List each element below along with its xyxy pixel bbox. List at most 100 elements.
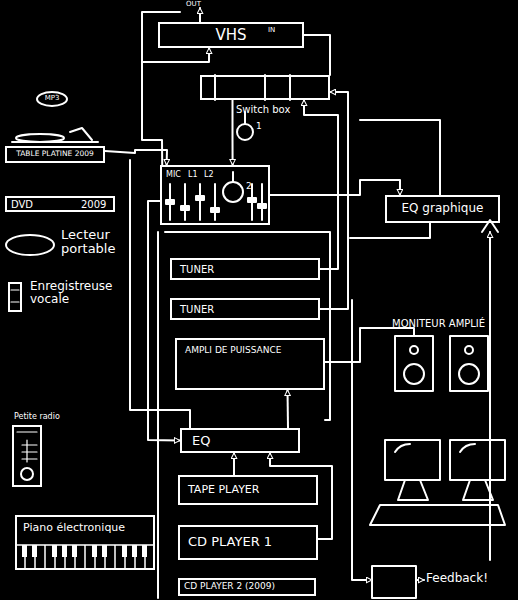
node-text: EQ graphique <box>402 202 484 215</box>
decoration <box>11 8 505 598</box>
frame-wire <box>165 232 330 420</box>
device-box: CD PLAYER 2 (2009) <box>178 578 316 596</box>
frame-wire <box>157 232 159 598</box>
node-text: Petite radio <box>14 413 60 422</box>
node-text: CD PLAYER 1 <box>188 535 272 549</box>
signal-connector <box>233 453 235 475</box>
node-text: AMPLI DE PUISSANCE <box>185 346 281 356</box>
speaker-symbol <box>450 336 488 391</box>
speaker-wire <box>325 328 414 362</box>
woofer-symbol <box>404 364 424 384</box>
node-text: Enregistreuse vocale <box>30 280 130 306</box>
node-text: MIC <box>166 171 181 180</box>
device-box: AMPLI DE PUISSANCE <box>175 338 325 390</box>
node-text: CD PLAYER 2 (2009) <box>184 582 275 592</box>
node-text: Piano électronique <box>23 522 125 534</box>
radio-speaker <box>21 468 33 480</box>
screen-stand <box>463 480 493 500</box>
node-text: EQ <box>192 434 210 448</box>
screen-symbol <box>450 440 505 480</box>
node-text: Switch box <box>236 104 290 115</box>
oval-outline <box>5 234 55 256</box>
knob-symbol <box>237 124 253 140</box>
fader-knob <box>166 200 174 204</box>
node-text: MP3 <box>45 95 60 103</box>
node-text: TUNER <box>180 264 214 275</box>
tonearm-symbol <box>70 128 92 140</box>
screen-symbol <box>385 440 440 480</box>
mixer-box: MIC L1 L2 <box>160 165 270 225</box>
device-box: EQ graphique <box>385 195 500 223</box>
device-box: TUNER <box>170 258 320 280</box>
node-text: L2 <box>204 171 214 180</box>
node-text: DVD <box>11 199 33 210</box>
signal-connector <box>270 180 400 195</box>
node-text: TABLE PLATINE 2009 <box>16 150 94 158</box>
device-oval: MP3 <box>36 91 68 107</box>
knob-wire <box>233 112 245 182</box>
eq-output-wire <box>350 223 430 238</box>
feedback-wire <box>352 300 372 580</box>
piano-black-keys <box>22 545 147 557</box>
vhs-loop-wire <box>304 35 330 75</box>
fader-knob <box>211 208 219 212</box>
device-box: TABLE PLATINE 2009 <box>5 146 105 163</box>
device-box: EQ <box>180 428 300 453</box>
signal-connector <box>105 150 167 165</box>
knob-symbol <box>223 182 243 202</box>
annotation-label: IN <box>268 27 275 35</box>
tweeter-symbol <box>410 346 418 354</box>
big-arrow <box>489 232 491 560</box>
tweeter-symbol <box>465 346 473 354</box>
top-loop-wire <box>142 12 180 100</box>
device-box: Petite radio <box>12 425 42 487</box>
node-text: TUNER <box>180 304 214 315</box>
speaker-symbol <box>395 336 433 391</box>
annotation-label: 2 <box>246 182 252 192</box>
annotation-label: MONITEUR AMPLIÉ <box>392 318 485 329</box>
node-text: TAPE PLAYER <box>188 484 259 496</box>
node-text: Lecteur portable <box>61 228 141 257</box>
node-text: L1 <box>188 171 198 180</box>
device-box: CD PLAYER 1 <box>178 525 318 560</box>
signal-connector <box>320 92 348 309</box>
signal-connector <box>142 48 209 165</box>
device-box: TAPE PLAYER <box>178 475 318 505</box>
device-box: TUNER <box>170 298 320 320</box>
fader-knob <box>248 198 256 202</box>
keyboard-symbol <box>370 505 505 525</box>
device-box: Enregistreuse vocale <box>8 282 22 312</box>
signal-connector <box>304 100 338 269</box>
screen-stand <box>398 480 428 500</box>
screen-glare <box>460 444 475 452</box>
node-text: VHS <box>215 27 246 44</box>
annotation-label: Feedback! <box>426 572 488 585</box>
piano-keys <box>17 545 153 568</box>
woofer-symbol <box>459 364 479 384</box>
computer-tower <box>372 566 416 598</box>
fader-knob <box>196 196 204 200</box>
turntable-platter <box>16 134 64 142</box>
radio-grille <box>17 432 37 462</box>
fader-knob <box>181 206 189 210</box>
out-wire <box>199 8 201 22</box>
turntable-base <box>12 141 98 143</box>
device-box: DVD 2009 <box>5 196 115 212</box>
annotation-label: OUT <box>186 1 201 9</box>
screen-glare <box>395 444 410 452</box>
signal-connector <box>232 100 234 165</box>
node-text: 2009 <box>81 199 106 210</box>
signal-connector <box>148 201 180 441</box>
annotation-label: 1 <box>256 122 262 132</box>
oval-outline <box>6 235 54 255</box>
signal-connector <box>287 390 290 428</box>
feedback-arrow <box>416 579 424 581</box>
device-box: VHS <box>158 22 304 48</box>
fader-knob <box>258 204 266 208</box>
device-box: Piano électronique <box>15 515 155 570</box>
recorder-detail <box>11 290 19 302</box>
switch-box: Switch box <box>200 75 330 100</box>
device-oval: Lecteur portable <box>5 234 55 256</box>
